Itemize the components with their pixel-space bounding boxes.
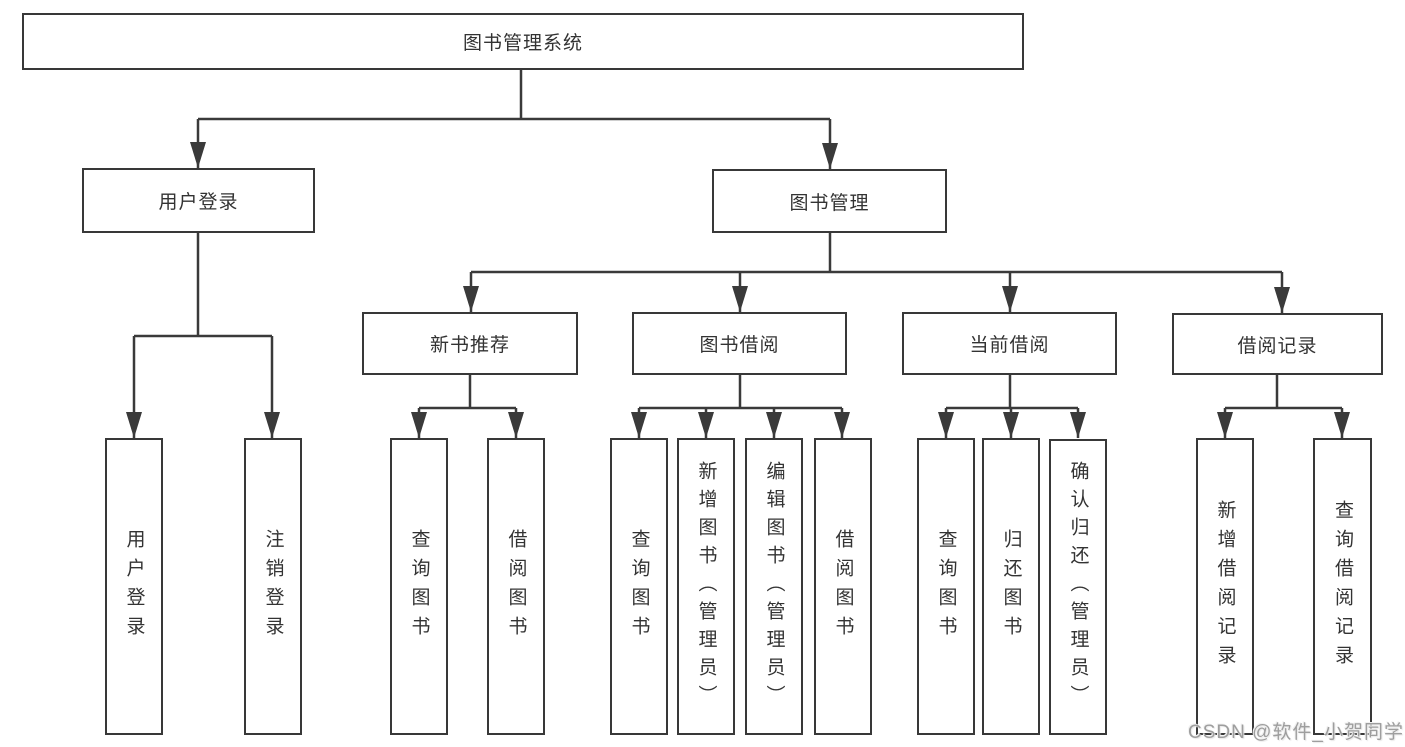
leaf-current-query-books: 查询图书 <box>917 438 975 735</box>
node-label: 用户登录 <box>123 528 145 645</box>
leaf-records-add-borrow-record: 新增借阅记录 <box>1196 438 1254 735</box>
tree-edges <box>132 70 1344 438</box>
node-label: 查询借阅记录 <box>1332 499 1353 674</box>
node-label: 查询图书 <box>935 528 957 645</box>
node-current-borrowing: 当前借阅 <box>902 312 1117 375</box>
leaf-borrowing-query-books: 查询图书 <box>610 438 668 735</box>
node-library-management-system: 图书管理系统 <box>22 13 1024 70</box>
leaf-newbook-borrow-books: 借阅图书 <box>487 438 545 735</box>
node-label: 借阅图书 <box>832 528 854 645</box>
node-label: 新书推荐 <box>429 335 510 356</box>
node-label: 确认归还（管理员） <box>1067 461 1089 713</box>
node-label: 查询图书 <box>408 528 430 645</box>
leaf-borrowing-edit-books-admin: 编辑图书（管理员） <box>745 438 803 735</box>
node-label: 图书管理系统 <box>462 33 583 54</box>
node-book-management-branch: 图书管理 <box>712 169 947 233</box>
leaf-records-query-borrow-record: 查询借阅记录 <box>1313 438 1372 735</box>
node-label: 查询图书 <box>628 528 650 645</box>
leaf-logout-login: 注销登录 <box>244 438 302 735</box>
arrowheads <box>126 142 1350 438</box>
node-new-book-recommend: 新书推荐 <box>362 312 578 375</box>
node-label: 用户登录 <box>158 192 239 213</box>
leaf-user-login: 用户登录 <box>105 438 163 735</box>
node-label: 编辑图书（管理员） <box>763 460 785 713</box>
node-label: 图书借阅 <box>699 335 780 356</box>
leaf-borrowing-add-books-admin: 新增图书（管理员） <box>677 438 735 735</box>
leaf-borrowing-borrow-books: 借阅图书 <box>814 438 872 735</box>
node-label: 借阅记录 <box>1237 335 1318 357</box>
node-label: 注销登录 <box>262 528 284 645</box>
node-label: 当前借阅 <box>969 335 1050 356</box>
leaf-current-confirm-return-admin: 确认归还（管理员） <box>1049 439 1107 735</box>
node-label: 新增借阅记录 <box>1214 499 1236 674</box>
leaf-newbook-query-books: 查询图书 <box>390 438 448 735</box>
node-label: 新增图书（管理员） <box>695 460 717 713</box>
node-borrowing-records: 借阅记录 <box>1172 313 1383 375</box>
node-label: 借阅图书 <box>505 528 527 645</box>
csdn-watermark: CSDN @软件_小贺同学 <box>1188 722 1404 743</box>
leaf-current-return-books: 归还图书 <box>982 438 1040 735</box>
node-user-login-branch: 用户登录 <box>82 168 315 233</box>
node-book-borrowing: 图书借阅 <box>632 312 847 375</box>
node-label: 图书管理 <box>789 192 870 214</box>
node-label: 归还图书 <box>1000 528 1022 645</box>
